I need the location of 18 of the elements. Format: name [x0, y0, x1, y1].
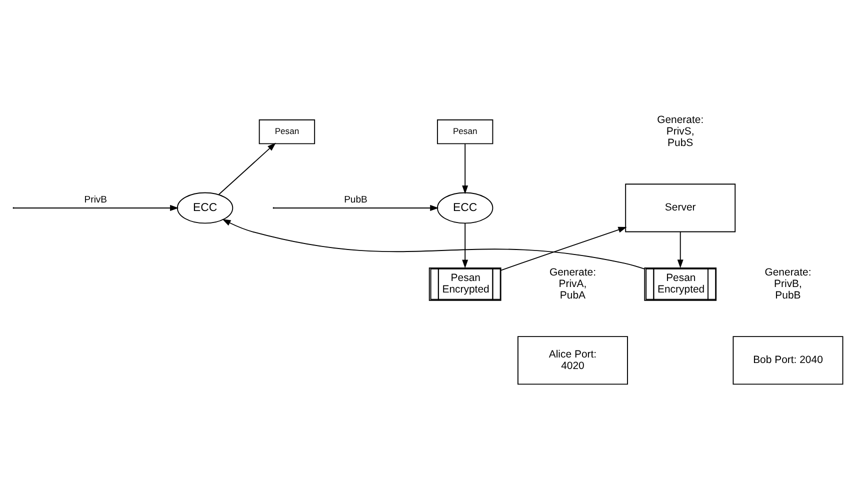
- node-box: Server: [625, 183, 736, 232]
- arrow: [462, 142, 468, 194]
- node-box: Pesan: [258, 118, 316, 144]
- arrow: [500, 226, 627, 270]
- arrow: [218, 142, 276, 194]
- arrow: [222, 218, 645, 269]
- node-ellipse: ECC: [436, 192, 494, 224]
- edge-label: PubB: [344, 194, 368, 205]
- node-box: Pesan: [436, 118, 494, 144]
- arrow: [677, 231, 684, 268]
- edge-label: PrivB: [84, 194, 108, 205]
- node-label: Generate: PrivA, PubA: [549, 266, 596, 301]
- node-box: Bob Port: 2040: [732, 336, 844, 384]
- node-label: Generate: PrivS, PubS: [657, 114, 704, 148]
- node-box: Alice Port: 4020: [517, 336, 628, 384]
- node-ellipse: ECC: [176, 192, 234, 224]
- node-label: Generate: PrivB, PubB: [764, 266, 812, 301]
- arrow: [462, 222, 468, 268]
